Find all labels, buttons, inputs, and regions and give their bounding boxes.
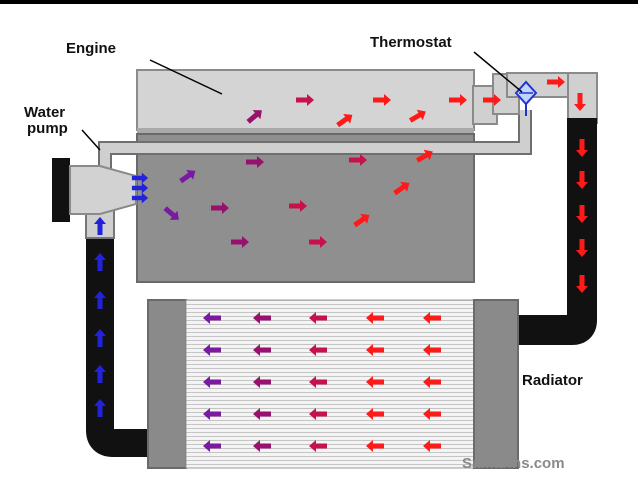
water-pump-label-line1: Water <box>24 104 66 121</box>
arrow-icon <box>309 440 327 452</box>
arrow-icon <box>163 206 179 220</box>
arrow-icon <box>423 408 441 420</box>
arrow-icon <box>336 113 353 128</box>
water-pump-label-line2: pump <box>27 120 68 137</box>
arrow-icon <box>94 399 106 417</box>
arrow-icon <box>94 291 106 309</box>
arrow-icon <box>211 202 229 214</box>
arrow-icon <box>203 440 221 452</box>
engine-label: Engine <box>66 40 117 57</box>
arrow-icon <box>253 440 271 452</box>
arrow-icon <box>131 192 149 204</box>
arrow-icon <box>373 94 391 106</box>
valve-icon <box>514 80 538 116</box>
arrow-icon <box>576 205 588 223</box>
arrow-icon <box>203 312 221 324</box>
upper-hose <box>518 118 597 345</box>
arrow-icon <box>449 94 467 106</box>
arrow-icon <box>309 408 327 420</box>
arrow-icon <box>309 312 327 324</box>
arrow-icon <box>423 440 441 452</box>
arrow-icon <box>94 365 106 383</box>
arrow-icon <box>408 109 426 123</box>
arrow-icon <box>423 344 441 356</box>
thermostat-label: Thermostat <box>370 34 452 51</box>
arrow-icon <box>246 156 264 168</box>
arrow-icon <box>366 312 384 324</box>
arrow-icon <box>547 76 565 88</box>
pump-leader-line <box>81 129 101 151</box>
flow-arrows <box>94 76 588 452</box>
arrow-icon <box>253 312 271 324</box>
arrow-icon <box>309 236 327 248</box>
arrow-icon <box>576 275 588 293</box>
water-pump <box>69 165 137 215</box>
arrow-icon <box>253 376 271 388</box>
arrow-icon <box>366 408 384 420</box>
arrow-icon <box>296 94 314 106</box>
arrow-icon <box>131 182 149 194</box>
radiator-right-tank <box>473 299 519 469</box>
radiator-label: Radiator <box>522 372 583 389</box>
arrow-icon <box>415 149 433 163</box>
arrow-icon <box>203 376 221 388</box>
arrow-icon <box>131 172 149 184</box>
arrow-icon <box>483 94 501 106</box>
arrow-icon <box>576 139 588 157</box>
arrow-icon <box>203 344 221 356</box>
arrow-icon <box>393 181 410 196</box>
arrow-icon <box>353 213 370 228</box>
arrow-icon <box>289 200 307 212</box>
arrow-icon <box>246 110 262 124</box>
arrow-icon <box>366 440 384 452</box>
arrow-icon <box>94 217 106 235</box>
arrow-icon <box>253 408 271 420</box>
radiator-left-tank <box>147 299 187 469</box>
pump-pulley <box>52 158 70 222</box>
arrow-icon <box>179 169 196 184</box>
arrow-icon <box>203 408 221 420</box>
arrow-icon <box>94 253 106 271</box>
arrow-icon <box>574 93 586 111</box>
lower-hose <box>86 226 148 457</box>
credit-text: Samarins.com <box>462 455 565 472</box>
arrow-icon <box>423 312 441 324</box>
arrow-icon <box>366 344 384 356</box>
arrow-icon <box>576 239 588 257</box>
arrow-icon <box>576 171 588 189</box>
arrow-icon <box>94 329 106 347</box>
arrow-icon <box>423 376 441 388</box>
arrow-icon <box>366 376 384 388</box>
arrow-icon <box>253 344 271 356</box>
head-gasket <box>137 128 474 134</box>
top-border <box>0 0 638 4</box>
arrow-icon <box>309 344 327 356</box>
thermostat-leader-line <box>473 51 523 93</box>
arrow-icon <box>309 376 327 388</box>
arrow-icon <box>231 236 249 248</box>
arrow-icon <box>349 154 367 166</box>
engine-leader-line <box>149 59 223 95</box>
